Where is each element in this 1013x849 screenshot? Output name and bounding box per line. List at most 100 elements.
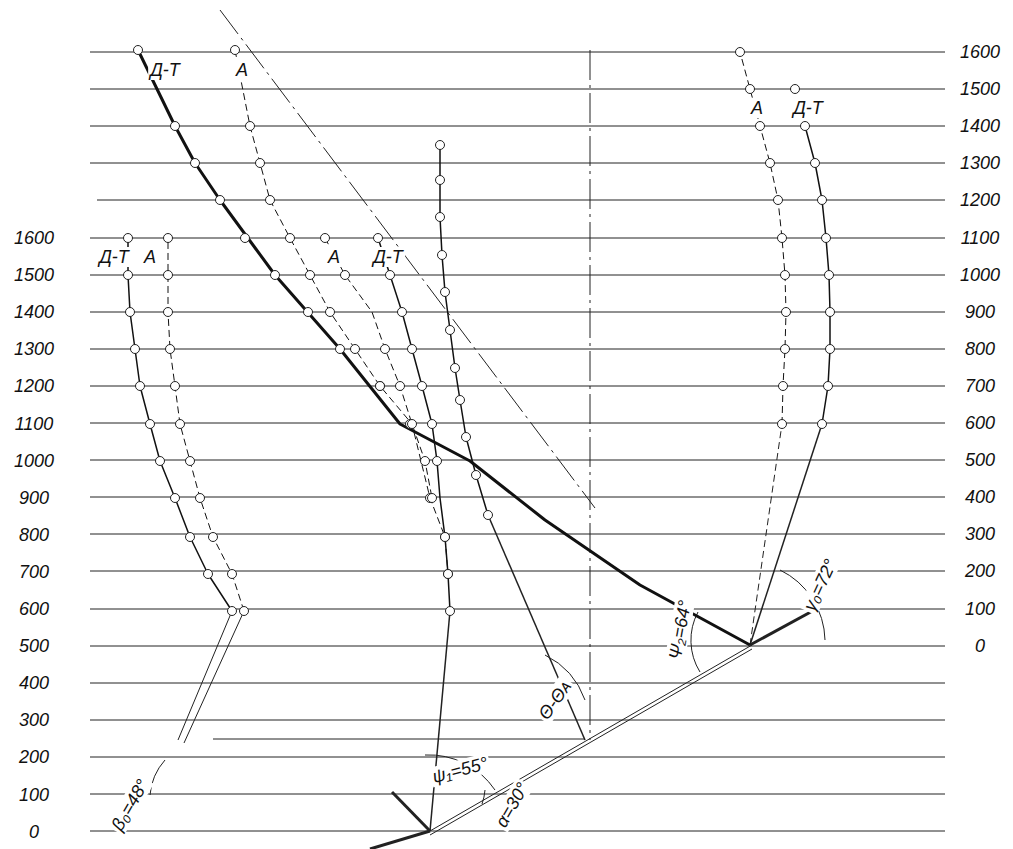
angle-arc	[482, 790, 485, 804]
trajectory-points	[124, 46, 835, 616]
launch-line	[178, 611, 232, 740]
trajectory-point	[774, 196, 783, 205]
scale-value: 1500	[958, 79, 1002, 99]
trajectory-curve	[128, 238, 232, 611]
launch-segment	[392, 792, 430, 831]
grid-lines	[90, 52, 945, 831]
angle-label: ψ₁=55°	[428, 753, 492, 788]
angle-arc	[150, 760, 165, 795]
trajectory-point	[228, 607, 237, 616]
trajectory-point	[136, 382, 145, 391]
trajectory-curves	[128, 50, 830, 645]
trajectory-point	[778, 420, 787, 429]
trajectory-point	[164, 308, 173, 317]
trajectory-point	[408, 420, 417, 429]
curve-label: Д-Т	[148, 60, 182, 80]
trajectory-point	[176, 420, 185, 429]
launch-line	[184, 611, 244, 743]
trajectory-curve	[168, 238, 244, 611]
launch-segment	[370, 831, 430, 849]
trajectory-point	[271, 271, 280, 280]
scale-value: 800	[963, 339, 997, 359]
trajectory-point	[196, 494, 205, 503]
trajectory-point	[241, 234, 250, 243]
angle-label: Ψ₂=64°	[665, 597, 696, 663]
curve-label: A	[749, 98, 765, 118]
trajectory-point	[204, 570, 213, 579]
trajectory-point	[171, 382, 180, 391]
incline-line	[430, 645, 752, 831]
trajectory-point	[433, 457, 442, 466]
scale-value: 1500	[12, 265, 56, 285]
trajectory-point	[456, 396, 465, 405]
scale-value: 1400	[12, 302, 56, 322]
scale-value: 900	[17, 488, 51, 508]
trajectory-point	[779, 382, 788, 391]
axis-line	[590, 50, 591, 740]
angle-label: β₀=48°	[106, 774, 153, 836]
trajectory-point	[791, 85, 800, 94]
scale-value: 200	[963, 561, 997, 581]
trajectory-point	[376, 382, 385, 391]
trajectory-point	[164, 234, 173, 243]
trajectory-point	[186, 533, 195, 542]
trajectory-point	[171, 122, 180, 131]
launch-line	[750, 424, 782, 645]
incline-line	[430, 649, 752, 835]
trajectory-point	[408, 345, 417, 354]
trajectory-point	[484, 511, 493, 520]
trajectory-point	[436, 176, 445, 185]
trajectory-point	[186, 457, 195, 466]
scale-value: 0	[27, 822, 41, 842]
scale-value: 1200	[958, 190, 1002, 210]
trajectory-point	[351, 345, 360, 354]
base-line	[213, 739, 585, 740]
launch-line	[488, 515, 585, 740]
trajectory-curve	[378, 238, 450, 611]
trajectory-point	[286, 234, 295, 243]
trajectory-point	[126, 308, 135, 317]
scale-value: 400	[963, 487, 997, 507]
scale-value: 500	[17, 636, 51, 656]
grid-line	[90, 126, 945, 127]
trajectory-point	[746, 85, 755, 94]
grid-line	[90, 238, 945, 239]
trajectory-point	[131, 345, 140, 354]
trajectory-point	[336, 345, 345, 354]
trajectory-point	[436, 141, 445, 150]
trajectory-curve	[138, 50, 750, 645]
trajectory-point	[781, 345, 790, 354]
trajectory-point	[472, 471, 481, 480]
scale-value: 100	[963, 599, 997, 619]
curve-label: A	[142, 247, 158, 267]
scale-value: 300	[963, 524, 997, 544]
trajectory-point	[381, 345, 390, 354]
grid-line	[90, 52, 945, 53]
trajectory-point	[421, 457, 430, 466]
trajectory-point	[398, 308, 407, 317]
trajectory-point	[782, 308, 791, 317]
trajectory-curve	[740, 52, 786, 424]
grid-line	[90, 646, 945, 647]
grid-line	[90, 423, 945, 424]
trajectory-point	[134, 46, 143, 55]
trajectory-point	[822, 234, 831, 243]
trajectory-point	[418, 382, 427, 391]
trajectory-point	[304, 308, 313, 317]
trajectory-point	[428, 420, 437, 429]
trajectory-point	[766, 159, 775, 168]
curve-label: Д-Т	[97, 247, 131, 267]
scale-value: 400	[17, 673, 51, 693]
axis-line	[220, 10, 595, 508]
curve-label: Д-Т	[791, 98, 825, 118]
trajectory-point	[156, 457, 165, 466]
trajectory-point	[818, 196, 827, 205]
trajectory-point	[256, 159, 265, 168]
scale-value: 1600	[12, 228, 56, 248]
scale-value: 1100	[13, 414, 56, 434]
scale-value: 700	[963, 376, 997, 396]
trajectory-point	[266, 196, 275, 205]
trajectory-point	[386, 271, 395, 280]
grid-line	[90, 386, 945, 387]
trajectory-point	[444, 570, 453, 579]
